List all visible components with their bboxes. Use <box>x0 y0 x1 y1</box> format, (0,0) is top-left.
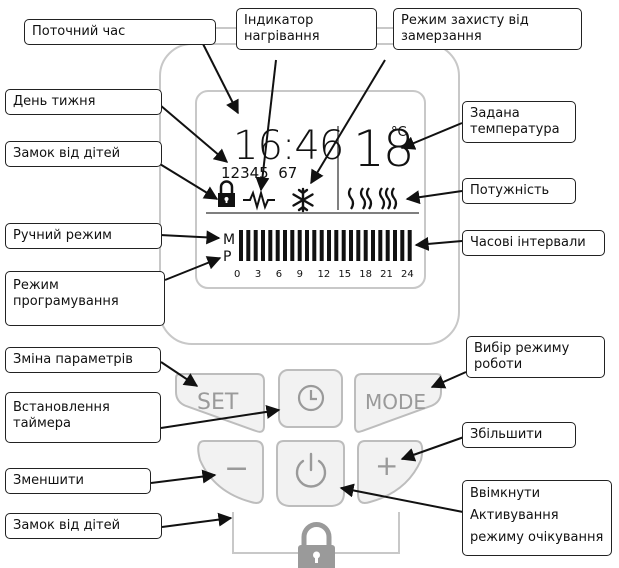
child-lock-icon <box>298 522 335 568</box>
hour-tick-label: 24 <box>401 269 414 280</box>
time-interval-bar <box>327 230 331 261</box>
clock-icon <box>297 384 325 412</box>
label-standby: Активування режиму очікування <box>470 508 604 545</box>
time-interval-bar <box>290 230 295 261</box>
time-interval-bar <box>385 230 390 261</box>
label-power: Потужність <box>462 178 576 204</box>
hour-tick-label: 3 <box>255 269 261 280</box>
label-manual-mode: Ручний режим <box>5 223 162 249</box>
label-set-timer: Встановлення таймера <box>5 392 161 443</box>
hour-tick-label: 9 <box>297 269 303 280</box>
time-interval-bar <box>275 230 280 261</box>
time-interval-bar <box>319 230 324 261</box>
time-interval-bar <box>253 230 258 261</box>
label-turn-on: Ввімкнути <box>470 486 541 501</box>
label-day-of-week: День тижня <box>5 89 162 115</box>
mode-button[interactable]: MODE <box>354 373 442 433</box>
power-level-icon <box>347 187 398 210</box>
time-interval-bar <box>371 230 375 261</box>
mode-button-label: MODE <box>365 390 426 414</box>
hour-tick-label: 12 <box>318 269 331 280</box>
snowflake-icon <box>292 187 314 213</box>
hour-tick-label: 21 <box>380 269 393 280</box>
time-interval-bar <box>393 230 397 261</box>
time-interval-bar <box>400 230 405 261</box>
hour-tick-label: 15 <box>338 269 351 280</box>
hour-tick-labels: 0 3 6 9 12 15 18 21 24 <box>234 269 414 280</box>
time-interval-bar <box>261 230 265 261</box>
lcd-mode-m: M <box>223 232 235 248</box>
time-interval-bar <box>246 230 251 261</box>
timer-button[interactable] <box>278 369 343 428</box>
power-icon <box>295 452 327 488</box>
heating-indicator-icon <box>243 189 275 211</box>
time-interval-bar <box>363 230 368 261</box>
time-interval-bar <box>239 230 243 261</box>
lcd-lock-icon <box>218 180 235 207</box>
label-heating-indicator: Індикатор нагрівання <box>236 8 377 50</box>
time-interval-bar <box>378 230 383 261</box>
label-child-lock-top: Замок від дітей <box>5 141 162 167</box>
lcd-days: 12345 67 <box>221 164 297 182</box>
label-program-mode: Режим програмування <box>5 271 165 326</box>
label-change-params: Зміна параметрів <box>5 347 161 373</box>
lcd-mode-p: P <box>223 249 231 265</box>
hour-tick-label: 0 <box>234 269 240 280</box>
label-decrease: Зменшити <box>5 468 151 494</box>
label-current-time: Поточний час <box>24 19 216 45</box>
time-interval-bar <box>334 230 339 261</box>
set-button[interactable]: SET <box>175 373 265 433</box>
time-interval-bar <box>305 230 309 261</box>
label-increase: Збільшити <box>462 422 576 448</box>
lcd-time: 16:46 <box>233 123 343 169</box>
minus-button[interactable]: − <box>197 440 264 504</box>
time-interval-bar <box>341 230 346 261</box>
label-child-lock-bottom: Замок від дітей <box>5 513 162 539</box>
time-interval-bar <box>356 230 361 261</box>
time-interval-bar <box>349 230 353 261</box>
label-set-temperature: Задана температура <box>462 101 576 143</box>
label-mode-select: Вибір режиму роботи <box>466 336 605 378</box>
set-button-label: SET <box>197 390 239 415</box>
callout-arrows <box>150 37 467 528</box>
time-interval-bar <box>268 230 273 261</box>
time-interval-bars <box>239 230 412 261</box>
time-interval-bar <box>283 230 287 261</box>
hour-tick-label: 18 <box>359 269 372 280</box>
plus-button-label: + <box>375 449 398 482</box>
time-interval-bar <box>297 230 302 261</box>
hour-tick-label: 6 <box>276 269 282 280</box>
time-interval-bar <box>407 230 412 261</box>
label-frost-protection: Режим захисту від замерзання <box>393 8 582 50</box>
minus-button-label: − <box>224 451 249 486</box>
time-interval-bar <box>312 230 317 261</box>
label-time-intervals: Часові інтервали <box>462 230 605 256</box>
label-power-on-standby: Ввімкнути Активування режиму очікування <box>462 480 612 556</box>
power-button[interactable] <box>276 440 345 507</box>
lcd-unit: °C <box>391 125 407 140</box>
